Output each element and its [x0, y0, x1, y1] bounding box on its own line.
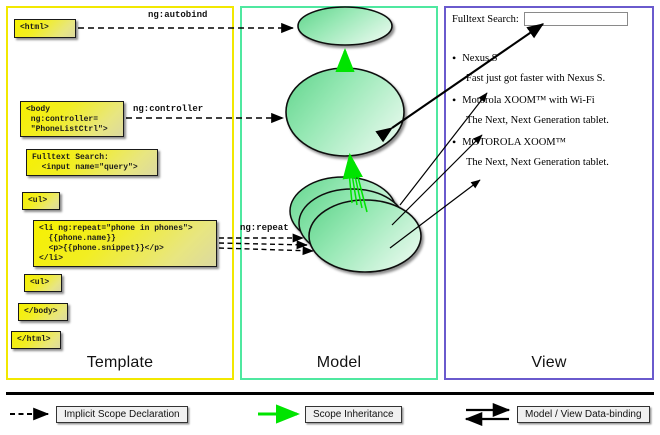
bullet-icon: •: [452, 135, 457, 149]
code-box-html-close: </html>: [11, 331, 61, 349]
phone-name-row: • Nexus S: [452, 51, 648, 65]
bullet-icon: •: [452, 51, 457, 65]
column-label-template: Template: [86, 354, 154, 371]
code-box-ul-open: <ul>: [22, 192, 60, 210]
view-content: Fulltext Search: • Nexus S Fast just got…: [452, 12, 648, 168]
phone-snippet: Fast just got faster with Nexus S.: [466, 73, 606, 84]
column-model: Model: [240, 6, 438, 380]
legend-divider: [6, 392, 654, 395]
phone-name-row: • MOTOROLA XOOM™: [452, 135, 648, 149]
phonelist-scope-prop-query: query: String: [310, 122, 382, 132]
legend-item-model-view-data-binding: Model / View Data-binding: [517, 406, 650, 423]
phone-snippet: The Next, Next Generation tablet.: [466, 157, 609, 168]
search-input[interactable]: [523, 12, 628, 26]
code-box-fulltext-search: Fulltext Search: <input name="query">: [26, 149, 158, 176]
repeater-scope-prop-phone: phone: Object: [329, 254, 401, 264]
legend-item-implicit-scope-declaration: Implicit Scope Declaration: [56, 406, 188, 423]
column-label-view: View: [531, 354, 567, 371]
code-box-body-close: </body>: [18, 303, 68, 321]
bullet-icon: •: [452, 93, 457, 107]
phone-snippet: The Next, Next Generation tablet.: [466, 115, 609, 126]
column-label-model: Model: [316, 354, 362, 371]
legend-item-scope-inheritance: Scope Inheritance: [305, 406, 402, 423]
phone-name: MOTOROLA XOOM™: [462, 137, 566, 148]
code-box-ul-close: <ul>: [24, 274, 62, 292]
search-label: Fulltext Search:: [452, 13, 519, 25]
list-item: • MOTOROLA XOOM™ The Next, Next Generati…: [452, 135, 648, 168]
phonelist-scope-prop-phones: phones: Array: [310, 133, 382, 143]
connector-label-controller: ng:controller: [133, 104, 204, 114]
code-box-body-controller: <body ng:controller= "PhoneListCtrl">: [20, 101, 124, 137]
phone-name: Nexus S: [462, 53, 498, 64]
list-item: • Nexus S Fast just got faster with Nexu…: [452, 51, 648, 84]
code-box-li-ngrepeat: <li ng:repeat="phone in phones"> {{phone…: [33, 220, 217, 267]
connector-label-autobind: ng:autobind: [148, 10, 208, 20]
phone-name: Motorola XOOM™ with Wi-Fi: [462, 95, 595, 106]
list-item: • Motorola XOOM™ with Wi-Fi The Next, Ne…: [452, 93, 648, 126]
code-box-html-open: <html>: [14, 19, 76, 38]
view-search-row: Fulltext Search:: [452, 12, 648, 26]
connector-label-repeat: ng:repeat: [240, 223, 289, 233]
phone-name-row: • Motorola XOOM™ with Wi-Fi: [452, 93, 648, 107]
